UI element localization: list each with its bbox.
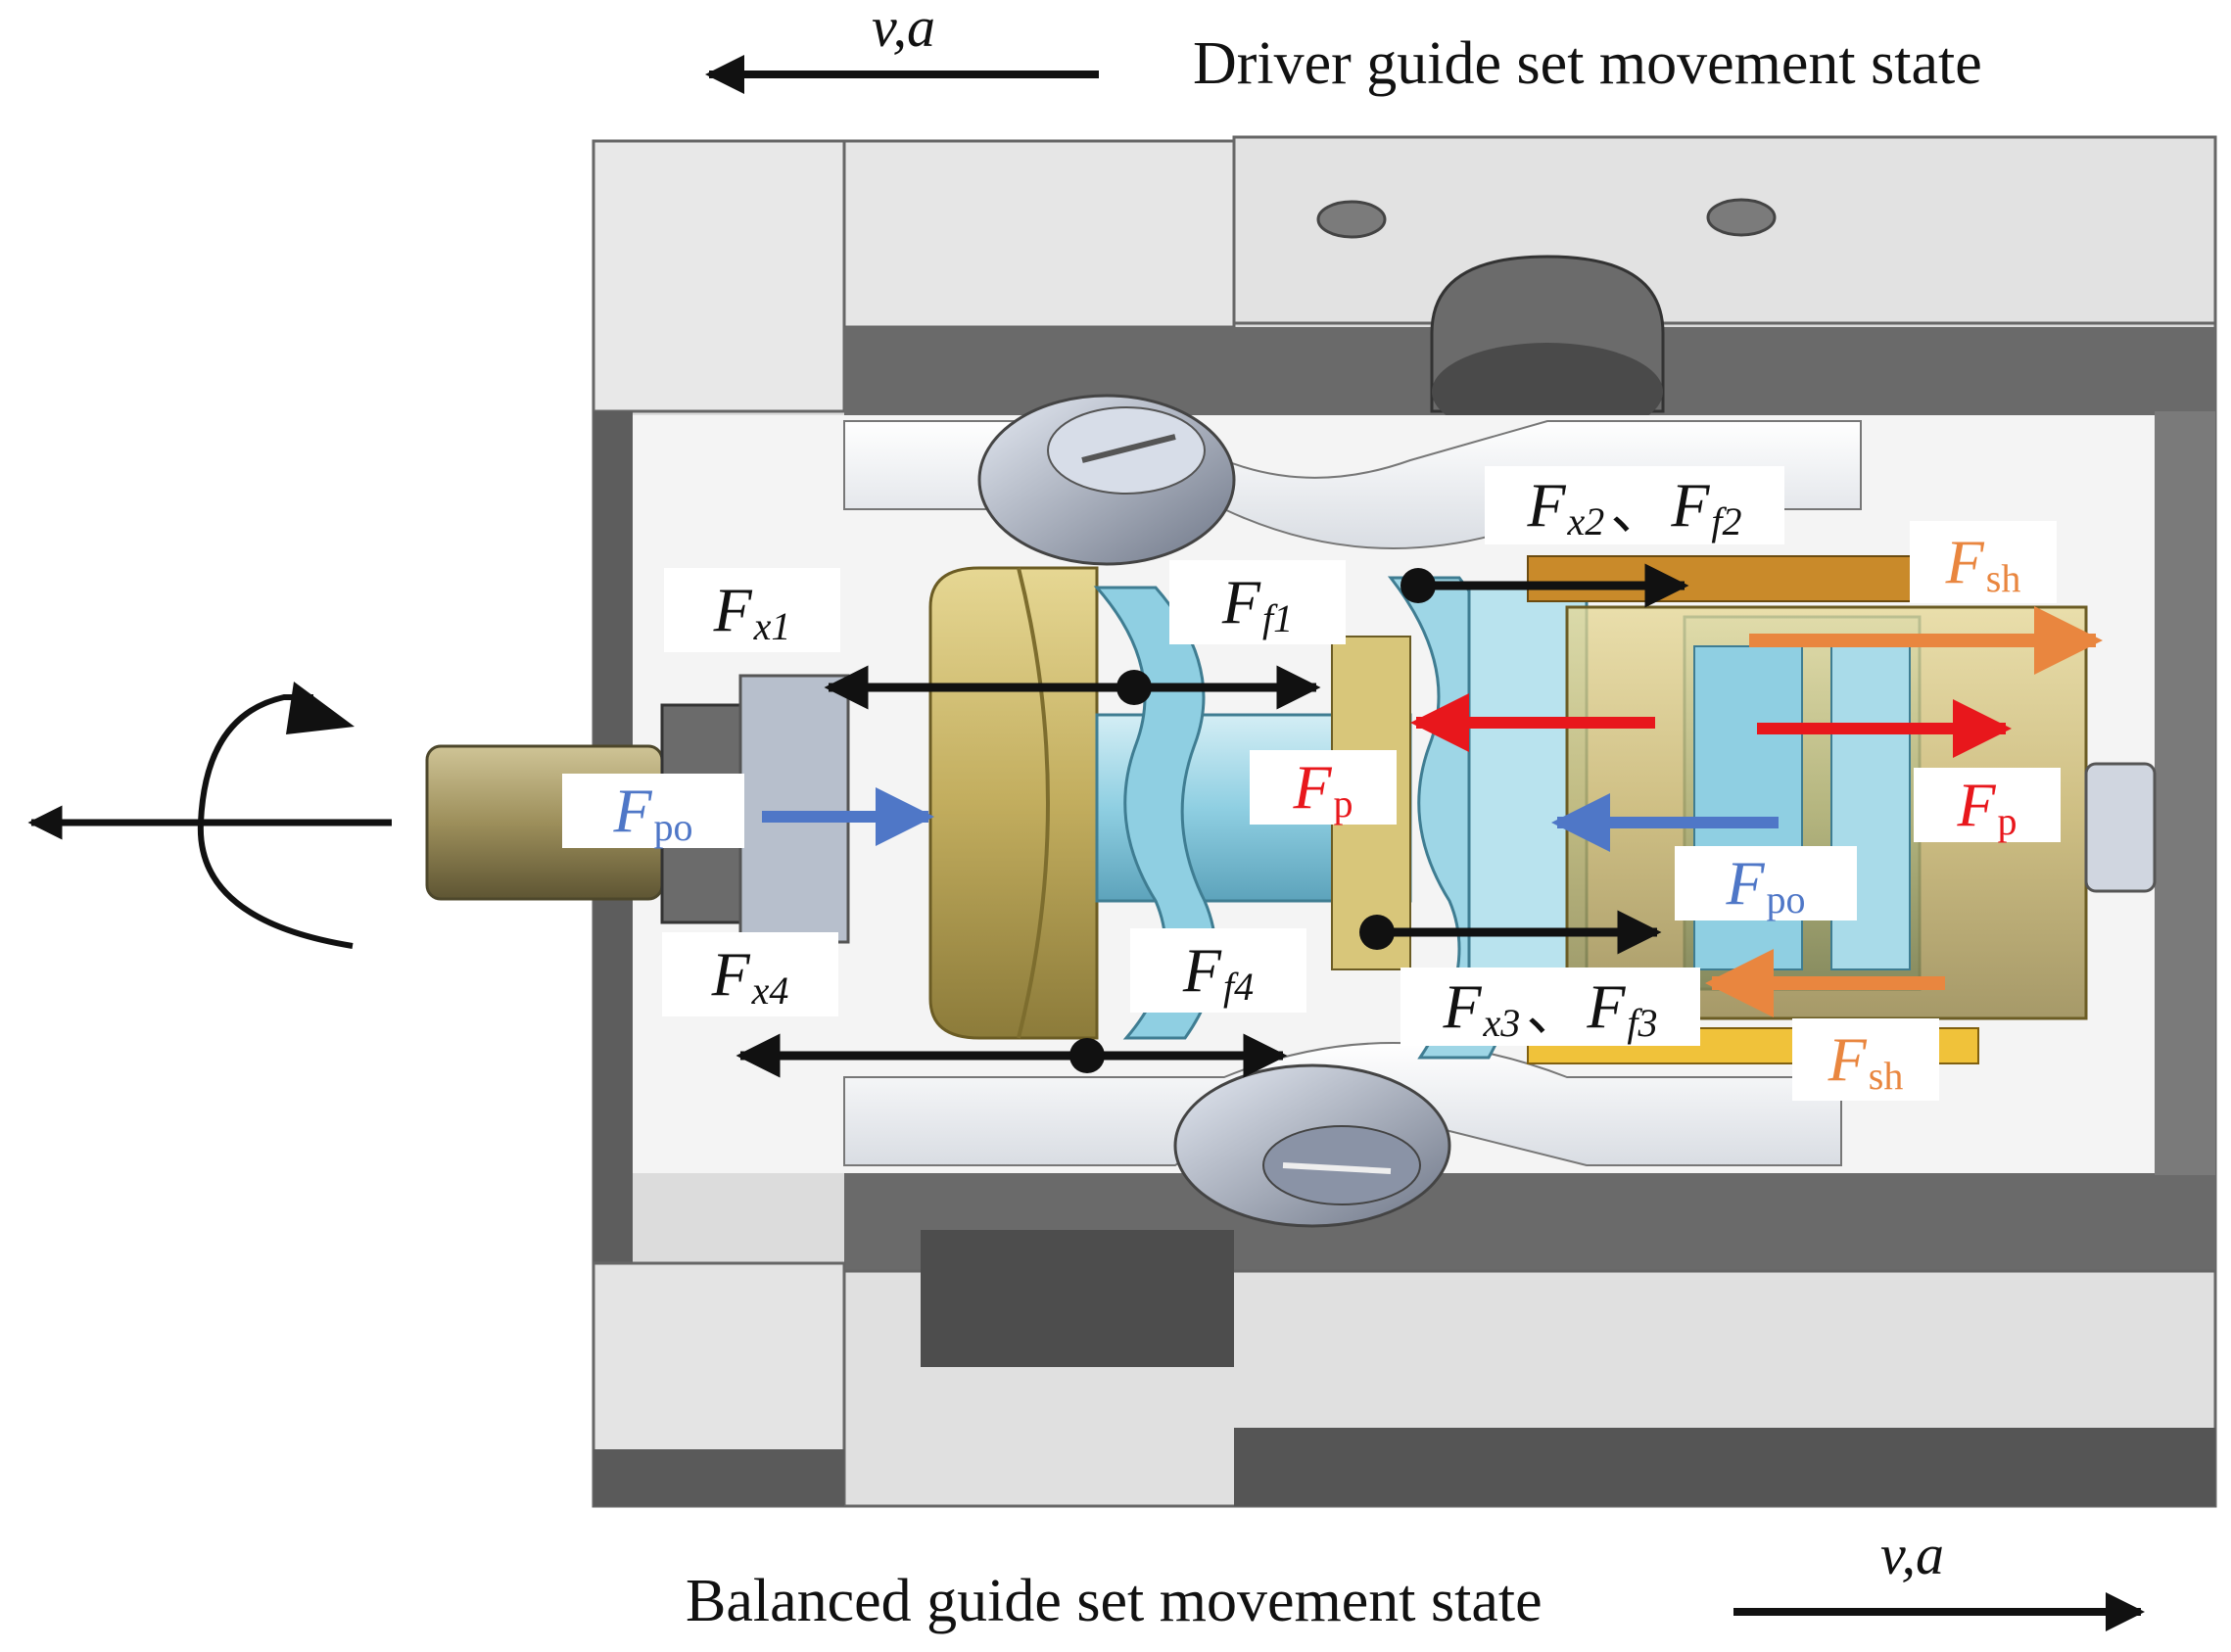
top-caption: Driver guide set movement state <box>1193 30 1982 97</box>
rollers <box>977 394 1451 1228</box>
housing-bottom-slot <box>921 1230 1234 1367</box>
label-fx3-subscript: x3 <box>1483 1000 1521 1045</box>
label-fpo-right-subscript: po <box>1766 876 1806 921</box>
label-fsh-top-symbol: F <box>1945 527 1984 596</box>
label-fp-center-subscript: p <box>1333 780 1353 826</box>
label-fsh-bottom-symbol: F <box>1828 1024 1867 1094</box>
housing-top-mid-block <box>842 139 1236 329</box>
bolt-hole-1 <box>1316 200 1387 239</box>
label-fx3-symbol: F <box>1443 971 1482 1041</box>
top-motion-label: v,a <box>872 0 935 59</box>
label-ff1-symbol: F <box>1221 567 1260 637</box>
label-fpo-right-symbol: F <box>1726 848 1765 918</box>
cyan-right-stack-front-2 <box>1830 645 1911 970</box>
output-shaft <box>425 674 850 944</box>
brass-disk-rim <box>1017 567 1050 1039</box>
contact-point-2 <box>1400 568 1436 603</box>
contact-point-1 <box>1116 670 1152 705</box>
housing-right-wall <box>2155 411 2215 1175</box>
cyan-wave-left <box>1093 586 1217 1040</box>
drive-disk <box>928 566 1099 1040</box>
right-end-cap <box>2084 762 2157 893</box>
label-fx4-symbol: F <box>711 939 750 1009</box>
rotation-arrowhead <box>286 682 355 734</box>
label-fpo-left-subscript: po <box>653 804 693 849</box>
contact-point-3 <box>1359 915 1395 950</box>
housing <box>592 135 2217 1508</box>
label-fsh-bottom-subscript: sh <box>1868 1053 1904 1098</box>
housing-bottom-left-dark <box>593 1449 844 1506</box>
label-fpo-left-symbol: F <box>613 776 652 845</box>
label-fx1-subscript: x1 <box>753 603 791 648</box>
bottom-caption: Balanced guide set movement state <box>686 1568 1543 1634</box>
label-fp-center-symbol: F <box>1293 752 1332 822</box>
label-fp-right-symbol: F <box>1957 770 1996 839</box>
label-fsh-top-subscript: sh <box>1985 555 2021 600</box>
upper-roller-slot <box>1081 434 1176 463</box>
contact-point-4 <box>1069 1038 1105 1073</box>
label-ff3-subscript: f3 <box>1627 1000 1658 1045</box>
label-fx1-symbol: F <box>713 575 752 644</box>
label-fx2-ff2-separator: 、 <box>1610 480 1666 542</box>
label-ff2-symbol: F <box>1671 470 1710 540</box>
lower-roller-slot <box>1282 1162 1392 1174</box>
lower-roller-face <box>1262 1125 1421 1205</box>
bolt-hole-2 <box>1706 198 1777 237</box>
label-fp-right-subscript: p <box>1997 798 2017 843</box>
housing-bottom-dark-strip <box>1234 1428 2215 1506</box>
label-fx4-subscript: x4 <box>751 968 789 1013</box>
orange-slider-top <box>1527 555 1921 602</box>
brass-disk <box>928 566 1099 1040</box>
black-force-arrows <box>736 563 1689 1078</box>
label-fx2-subscript: x2 <box>1567 498 1605 543</box>
label-ff3-symbol: F <box>1587 971 1626 1041</box>
label-ff4-subscript: f4 <box>1222 964 1255 1009</box>
bottom-motion-label: v,a <box>1880 1523 1944 1586</box>
label-ff2-subscript: f2 <box>1711 498 1742 543</box>
housing-top-left-block <box>592 139 846 413</box>
label-ff1-subscript: f1 <box>1261 595 1294 640</box>
label-fx3-ff3-separator: 、 <box>1526 981 1582 1043</box>
label-fx2-symbol: F <box>1527 470 1566 540</box>
label-ff4-symbol: F <box>1182 935 1221 1005</box>
shaft-collar-light <box>738 674 850 944</box>
